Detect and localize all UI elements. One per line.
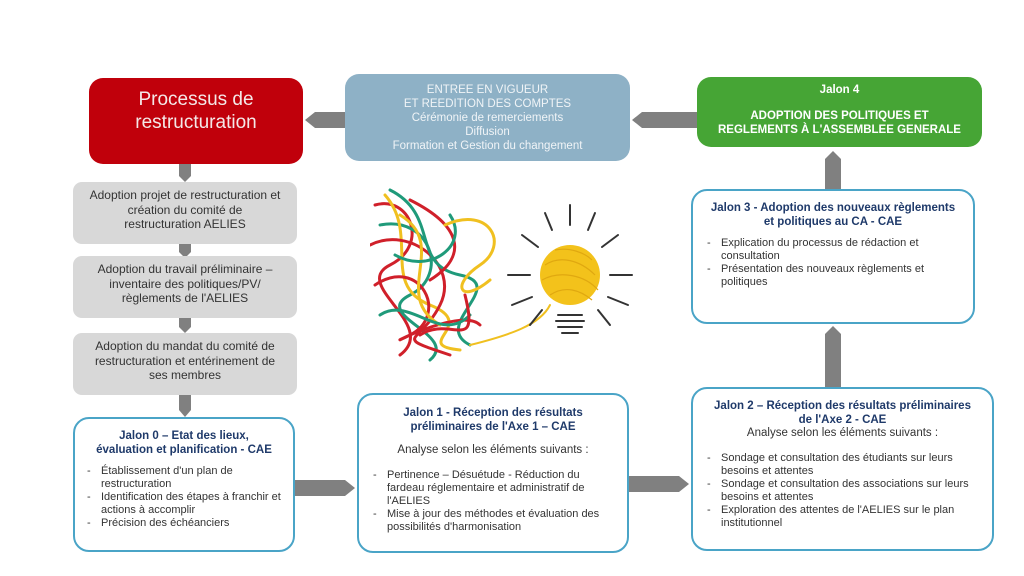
arrow-down-1: [179, 164, 191, 182]
list-item: Établissement d'un plan de restructurati…: [83, 465, 285, 491]
process-title-box: Processus de restructuration: [89, 78, 303, 164]
list-item: Sondage et consultation des associations…: [703, 478, 982, 504]
list-item: Pertinence – Désuétude - Réduction du fa…: [369, 469, 617, 508]
step-line: règlements de l'AELIES: [121, 291, 249, 305]
entry-line: Cérémonie de remerciements: [411, 112, 564, 124]
list-item: Explication du processus de rédaction et…: [703, 237, 963, 263]
arrow-down-4: [179, 395, 191, 417]
list-item: Identification des étapes à franchir et …: [83, 491, 285, 517]
process-title-line2: restructuration: [135, 112, 257, 133]
step-box-1: Adoption projet de restructuration et cr…: [73, 182, 297, 244]
list-item: Précision des échéanciers: [83, 517, 285, 530]
entry-line: ENTREE EN VIGUEUR: [426, 84, 549, 96]
jalon3-title-line2: et politiques au CA - CAE: [763, 216, 903, 228]
jalon1-title-line1: Jalon 1 - Réception des résultats: [403, 407, 583, 419]
list-item: Mise à jour des méthodes et évaluation d…: [369, 508, 617, 534]
jalon2-title-line2: de l'Axe 2 - CAE: [798, 414, 887, 426]
list-item: Sondage et consultation des étudiants su…: [703, 452, 982, 478]
jalon0-box: Jalon 0 – Etat des lieux, évaluation et …: [73, 417, 295, 552]
step-box-2: Adoption du travail préliminaire – inven…: [73, 256, 297, 318]
arrow-right-j0-to-j1: [295, 480, 355, 496]
step-line: restructuration AELIES: [124, 217, 246, 231]
jalon4-line1: ADOPTION DES POLITIQUES ET: [750, 110, 929, 122]
jalon1-box: Jalon 1 - Réception des résultats prélim…: [357, 393, 629, 553]
jalon1-subtitle: Analyse selon les éléments suivants :: [397, 444, 589, 456]
entry-line: Formation et Gestion du changement: [392, 140, 583, 152]
jalon3-box: Jalon 3 - Adoption des nouveaux règlemen…: [691, 189, 975, 324]
step-box-3: Adoption du mandat du comité de restruct…: [73, 333, 297, 395]
arrow-left-blue-to-red: [305, 112, 345, 128]
jalon4-box: Jalon 4 ADOPTION DES POLITIQUES ET REGLE…: [697, 77, 982, 147]
jalon2-title-line1: Jalon 2 – Réception des résultats prélim…: [714, 400, 971, 412]
entry-line: Diffusion: [465, 126, 510, 138]
process-title-line1: Processus de: [138, 89, 254, 110]
arrow-up-j3-to-j4: [825, 151, 841, 189]
entry-into-force-box: ENTREE EN VIGUEUR ET REEDITION DES COMPT…: [345, 74, 630, 161]
step-line: création du comité de: [127, 202, 243, 217]
entry-line: ET REEDITION DES COMPTES: [403, 98, 572, 110]
jalon4-line2: REGLEMENTS À L'ASSEMBLEE GENERALE: [718, 124, 961, 136]
jalon2-box: Jalon 2 – Réception des résultats prélim…: [691, 387, 994, 551]
arrow-down-3: [179, 315, 191, 333]
jalon1-title-line2: préliminaires de l'Axe 1 – CAE: [410, 421, 576, 433]
jalon3-title-line1: Jalon 3 - Adoption des nouveaux règlemen…: [710, 202, 956, 214]
list-item: Exploration des attentes de l'AELIES sur…: [703, 504, 982, 530]
step-line: Adoption du mandat du comité de: [95, 339, 275, 353]
arrow-right-j1-to-j2: [629, 476, 689, 492]
arrow-left-green-to-blue: [632, 112, 697, 128]
jalon1-list: Pertinence – Désuétude - Réduction du fa…: [369, 469, 617, 534]
step-line: inventaire des politiques/PV/: [109, 276, 261, 291]
jalon0-title-line1: Jalon 0 – Etat des lieux,: [119, 430, 249, 442]
jalon0-title-line2: évaluation et planification - CAE: [96, 444, 272, 456]
step-line: ses membres: [148, 368, 222, 382]
list-item: Présentation des nouveaux règlements et …: [703, 263, 963, 289]
jalon2-list: Sondage et consultation des étudiants su…: [703, 452, 982, 530]
jalon4-title: Jalon 4: [819, 84, 860, 96]
jalon3-list: Explication du processus de rédaction et…: [703, 237, 963, 289]
arrow-down-2: [179, 240, 191, 258]
tangled-yarn-lightbulb-icon: [370, 188, 633, 362]
jalon0-list: Établissement d'un plan de restructurati…: [83, 465, 285, 530]
step-line: Adoption projet de restructuration et: [89, 188, 281, 202]
arrow-up-j2-to-j3: [825, 326, 841, 387]
step-line: Adoption du travail préliminaire –: [97, 262, 273, 276]
jalon2-subtitle: Analyse selon les éléments suivants :: [746, 427, 939, 439]
step-line: restructuration et entérinement de: [94, 353, 276, 368]
